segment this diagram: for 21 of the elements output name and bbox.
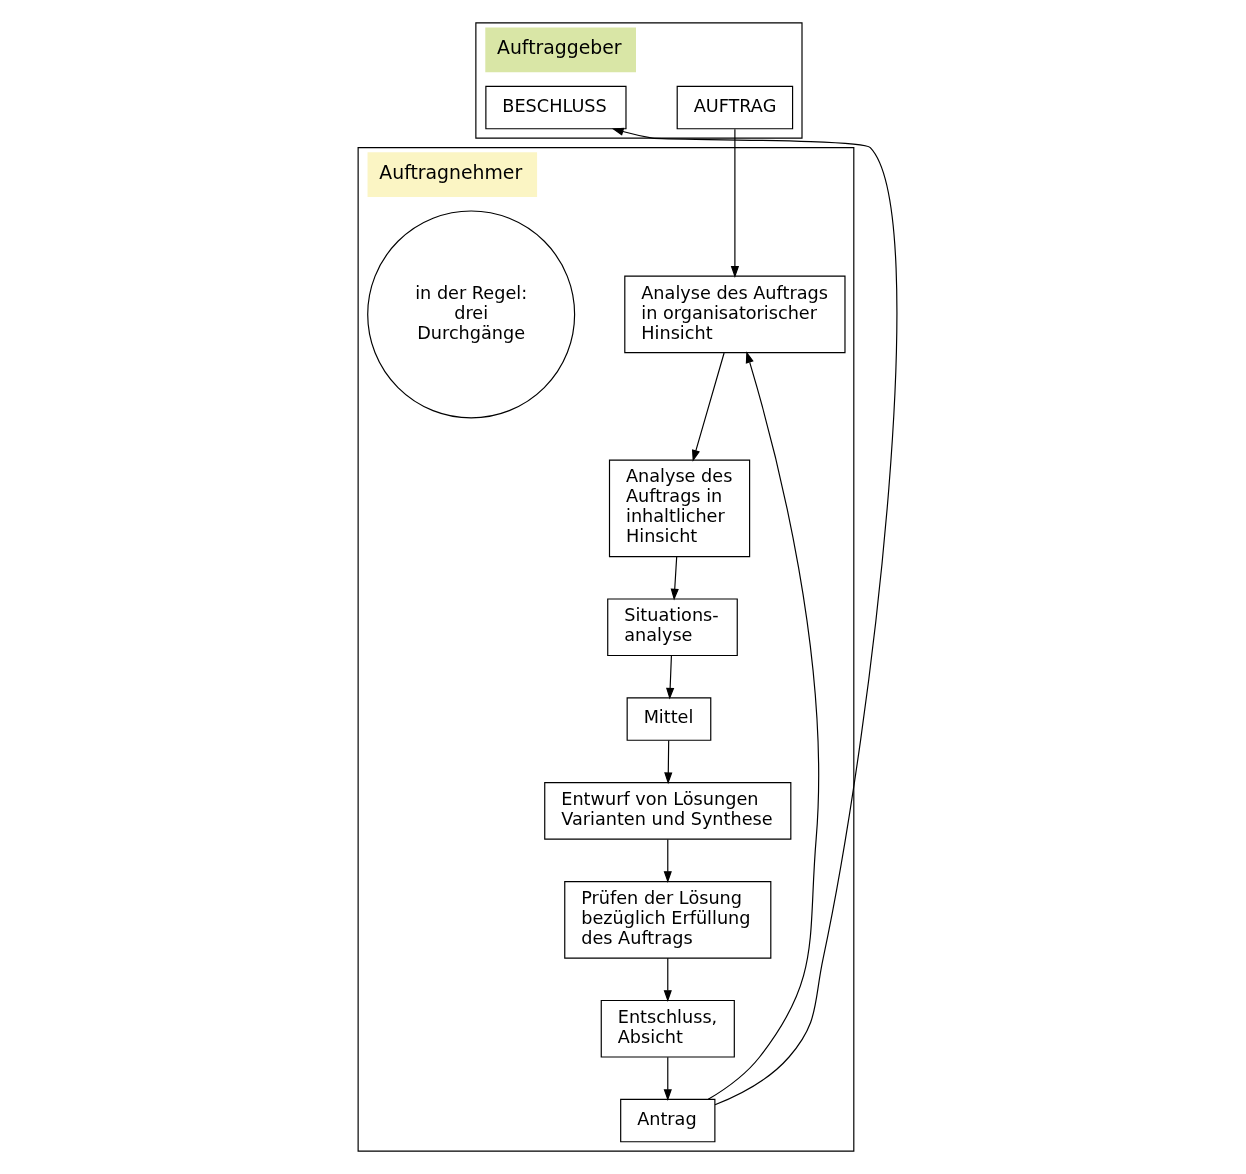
- arrow: [663, 838, 672, 884]
- arrow: [670, 556, 679, 601]
- node-box: Situations- analyse: [607, 598, 738, 657]
- arrow: [666, 655, 675, 700]
- arrow: [707, 351, 820, 1100]
- arrow: [611, 127, 898, 1106]
- arrow: [664, 740, 673, 785]
- arrow: [692, 352, 725, 462]
- node-box: Analyse des Auftrags in inhaltlicher Hinsicht: [608, 459, 751, 558]
- arrow: [663, 1056, 672, 1102]
- node-box: BESCHLUSS: [485, 85, 627, 130]
- arrow: [663, 957, 672, 1002]
- node-box: Prüfen der Lösung bezüglich Erfüllung des Auftrags: [564, 880, 772, 959]
- arrow: [730, 128, 740, 278]
- node-box: Analyse des Auftrags in organisatorischer Hinsicht: [624, 275, 846, 354]
- node-box: Antrag: [620, 1098, 716, 1143]
- node-box: Entschluss, Absicht: [600, 999, 735, 1058]
- node-circle: in der Regel: drei Durchgänge: [367, 210, 576, 419]
- node-box: Entwurf von Lösungen Varianten und Synthese: [544, 782, 792, 840]
- node-box: Mittel: [626, 697, 712, 741]
- node-box: AUFTRAG: [676, 85, 794, 130]
